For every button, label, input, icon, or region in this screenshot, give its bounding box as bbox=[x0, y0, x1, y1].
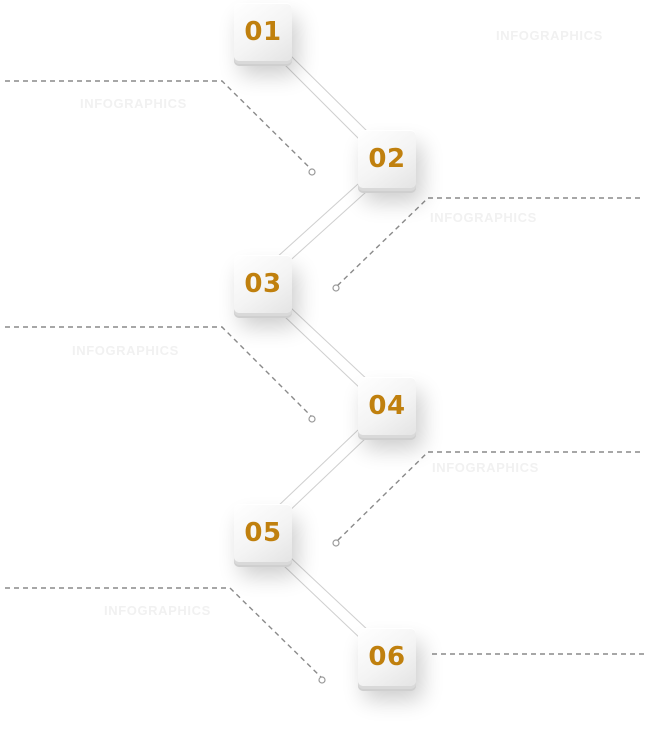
step-05-number: 05 bbox=[244, 518, 282, 548]
faint-label-5: INFOGRAPHICS bbox=[104, 603, 211, 618]
step-02-number: 02 bbox=[368, 144, 406, 174]
faint-label-4: INFOGRAPHICS bbox=[432, 460, 539, 475]
connector-03-04-b bbox=[283, 315, 363, 391]
leader-dot-2 bbox=[332, 284, 340, 292]
step-06-number: 06 bbox=[368, 642, 406, 672]
step-03: 03 bbox=[234, 255, 292, 313]
dashed-leaders bbox=[5, 80, 645, 679]
step-06: 06 bbox=[358, 628, 416, 686]
leader-dots bbox=[308, 168, 340, 684]
faint-label-top-right: INFOGRAPHICS bbox=[496, 28, 603, 43]
leader-dot-3 bbox=[308, 415, 316, 423]
connector-01-02-a bbox=[290, 55, 371, 135]
connector-01-02-b bbox=[283, 63, 363, 143]
connector-02-03-a bbox=[275, 183, 359, 259]
connector-03-04-a bbox=[290, 307, 371, 383]
step-03-cube: 03 bbox=[234, 255, 292, 313]
step-05: 05 bbox=[234, 504, 292, 562]
step-06-cube: 06 bbox=[358, 628, 416, 686]
step-04-number: 04 bbox=[368, 391, 406, 421]
connector-04-05-a bbox=[275, 429, 359, 509]
step-04-cube: 04 bbox=[358, 377, 416, 435]
leader-dot-5 bbox=[318, 676, 326, 684]
leader-left-3 bbox=[5, 326, 313, 418]
connector-05-06-a bbox=[290, 557, 371, 633]
step-05-cube: 05 bbox=[234, 504, 292, 562]
step-01-number: 01 bbox=[244, 17, 282, 47]
leader-left-5 bbox=[5, 587, 323, 679]
leader-right-2 bbox=[335, 197, 640, 288]
step-01: 01 bbox=[234, 3, 292, 61]
faint-label-1: INFOGRAPHICS bbox=[80, 96, 187, 111]
step-01-cube: 01 bbox=[234, 3, 292, 61]
leader-right-4 bbox=[335, 451, 640, 543]
leader-left-1 bbox=[5, 80, 313, 171]
step-02-cube: 02 bbox=[358, 130, 416, 188]
step-03-number: 03 bbox=[244, 269, 282, 299]
leader-dot-1 bbox=[308, 168, 316, 176]
connector-02-03-b bbox=[283, 191, 367, 267]
step-04: 04 bbox=[358, 377, 416, 435]
leader-dot-4 bbox=[332, 539, 340, 547]
faint-label-2: INFOGRAPHICS bbox=[430, 210, 537, 225]
faint-label-3: INFOGRAPHICS bbox=[72, 343, 179, 358]
connector-04-05-b bbox=[283, 437, 367, 517]
step-02: 02 bbox=[358, 130, 416, 188]
connector-05-06-b bbox=[283, 565, 363, 641]
cube-connectors bbox=[275, 55, 371, 641]
